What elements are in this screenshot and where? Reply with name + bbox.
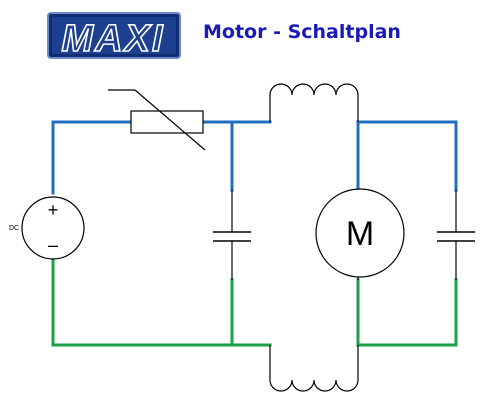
top-inductor — [269, 83, 359, 96]
capacitor-left — [213, 231, 251, 242]
dc-source: + – DC — [9, 196, 85, 260]
maxi-logo: MAXI — [47, 12, 181, 61]
source-plus: + — [48, 200, 59, 220]
variable-resistor — [108, 89, 206, 151]
motor: M — [315, 188, 405, 278]
positive-wires — [51, 120, 458, 195]
bottom-inductor — [269, 379, 359, 392]
source-label: DC — [9, 225, 19, 232]
capacitor-right — [437, 231, 475, 242]
source-minus: – — [48, 235, 58, 255]
page-title: Motor - Schaltplan — [203, 21, 401, 43]
logo-text: MAXI — [62, 18, 165, 60]
motor-label: M — [346, 215, 374, 253]
negative-wires — [51, 258, 458, 347]
